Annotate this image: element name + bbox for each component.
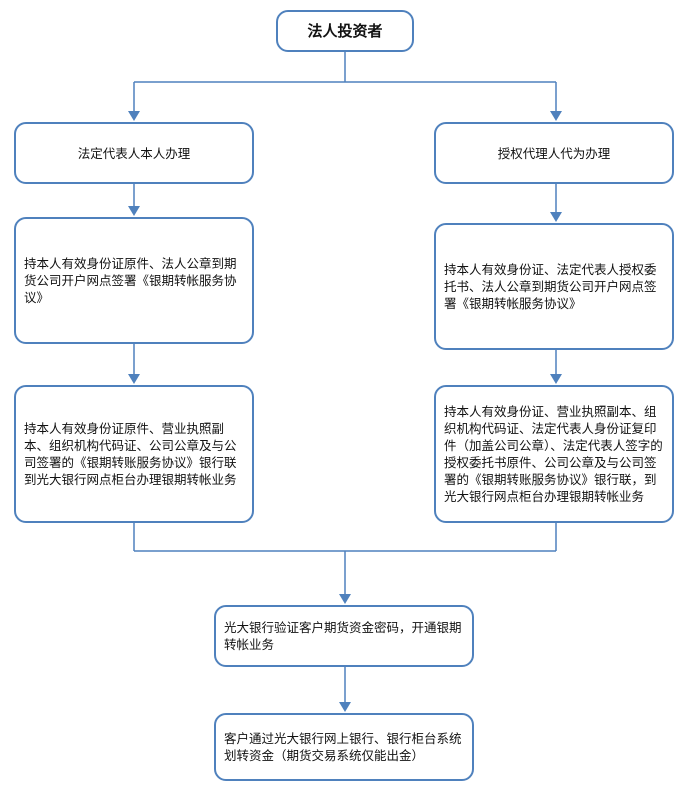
arrowhead <box>339 594 351 604</box>
right-step2-text: 持本人有效身份证、营业执照副本、组织机构代码证、法定代表人身份证复印件（加盖公司… <box>444 404 663 504</box>
right-branch-title: 授权代理人代为办理 <box>497 145 611 161</box>
arrowhead <box>128 206 140 216</box>
final-step-text: 客户通过光大银行网上银行、银行柜台系统划转资金（期货交易系统仅能出金） <box>224 731 462 763</box>
left-step2-text: 持本人有效身份证原件、营业执照副本、组织机构代码证、公司公章及与公司签署的《银期… <box>24 421 237 487</box>
right-step1-node: 持本人有效身份证、法定代表人授权委托书、法人公章到期货公司开户网点签署《银期转帐… <box>434 223 674 350</box>
right-step2-node: 持本人有效身份证、营业执照副本、组织机构代码证、法定代表人身份证复印件（加盖公司… <box>434 385 674 523</box>
final-step-node: 客户通过光大银行网上银行、银行柜台系统划转资金（期货交易系统仅能出金） <box>214 713 474 781</box>
left-step1-node: 持本人有效身份证原件、法人公章到期货公司开户网点签署《银期转帐服务协议》 <box>14 217 254 344</box>
arrowhead <box>550 374 562 384</box>
arrowhead <box>339 702 351 712</box>
left-branch-title: 法定代表人本人办理 <box>77 145 191 161</box>
left-branch-title-node: 法定代表人本人办理 <box>14 122 254 184</box>
left-step1-text: 持本人有效身份证原件、法人公章到期货公司开户网点签署《银期转帐服务协议》 <box>24 256 237 305</box>
arrowhead <box>550 212 562 222</box>
merge-step-text: 光大银行验证客户期货资金密码，开通银期转帐业务 <box>224 620 462 652</box>
root-label: 法人投资者 <box>307 21 383 40</box>
arrowhead <box>550 111 562 121</box>
right-branch-title-node: 授权代理人代为办理 <box>434 122 674 184</box>
arrowhead <box>128 111 140 121</box>
right-step1-text: 持本人有效身份证、法定代表人授权委托书、法人公章到期货公司开户网点签署《银期转帐… <box>444 262 657 311</box>
arrowhead <box>128 374 140 384</box>
left-step2-node: 持本人有效身份证原件、营业执照副本、组织机构代码证、公司公章及与公司签署的《银期… <box>14 385 254 523</box>
merge-step-node: 光大银行验证客户期货资金密码，开通银期转帐业务 <box>214 605 474 667</box>
root-node: 法人投资者 <box>276 10 414 52</box>
